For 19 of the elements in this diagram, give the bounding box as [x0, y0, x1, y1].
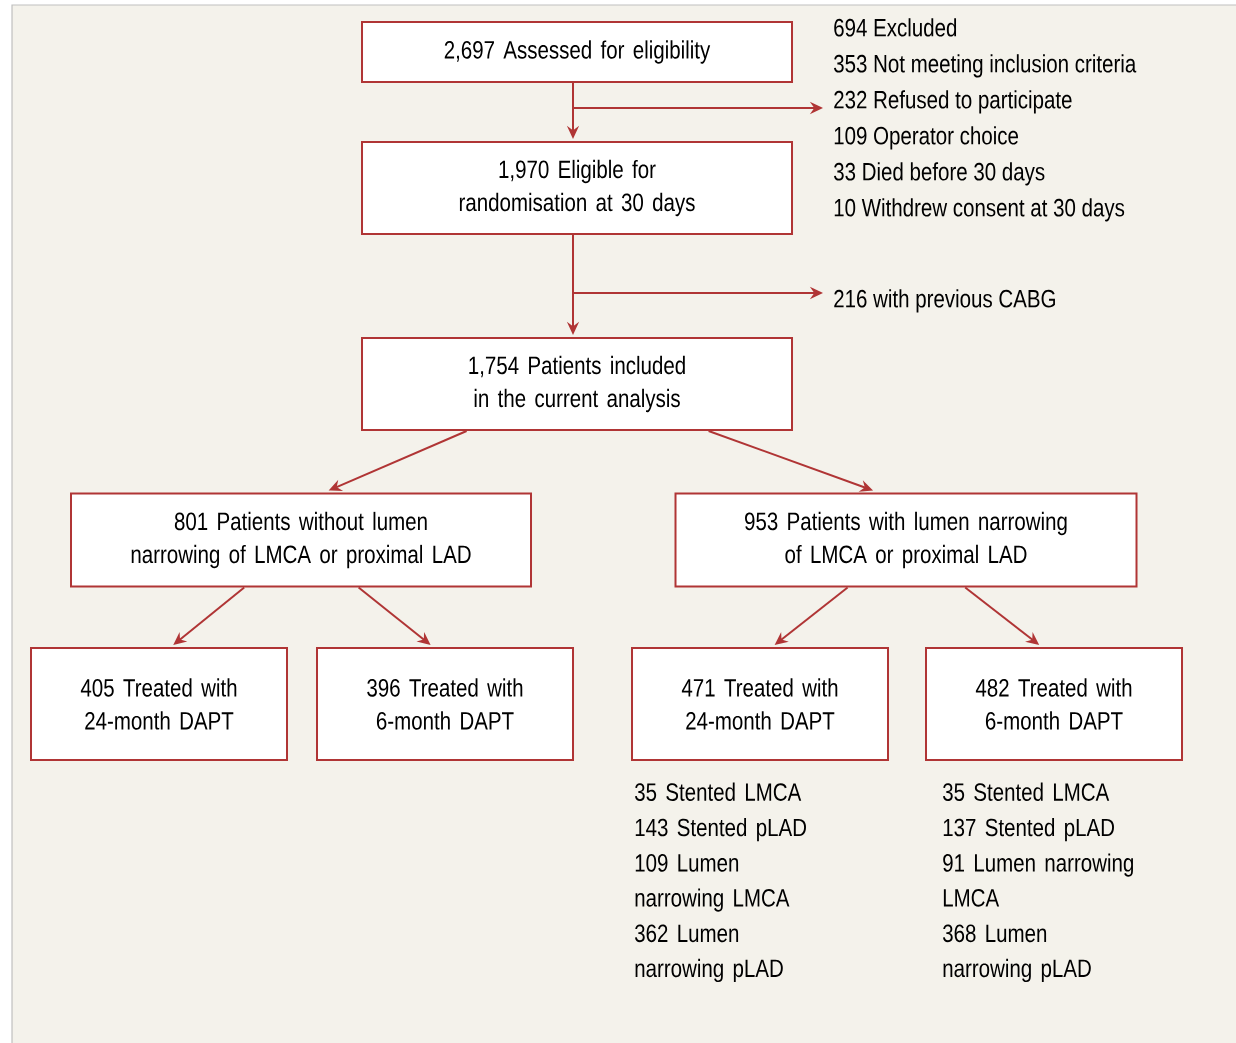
- process-box: 1,754 Patients included in the current analysis: [361, 337, 793, 431]
- note-text: 35 Stented LMCA: [943, 782, 1110, 801]
- process-box: 2,697 Assessed for eligibility: [361, 21, 793, 83]
- note-text: 109 Lumen narrowing LMCA: [635, 854, 790, 912]
- note-text: 368 Lumen narrowing pLAD: [943, 924, 1091, 983]
- process-box: 1,970 Eligible for randomisation at 30 days: [361, 141, 793, 235]
- process-box: 801 Patients without lumen narrowing of LMCA or proximal LAD: [70, 492, 532, 588]
- process-box: 953 Patients with lumen narrowing of LMCA or proximal LAD: [674, 492, 1138, 588]
- process-box: 405 Treated with 24-month DAPT: [30, 647, 288, 761]
- note-text: 694 Excluded 353 Not meeting inclusion criteria 232 Refused to participate 109 Operator choice 33 Died before 30 days 10 Withdrew consent at 30 days: [834, 18, 1137, 222]
- note-text: 35 Stented LMCA: [635, 782, 802, 801]
- note-text: 362 Lumen narrowing pLAD: [635, 924, 783, 983]
- note-text: 91 Lumen narrowing LMCA: [943, 853, 1133, 907]
- note-text: 143 Stented pLAD: [635, 818, 806, 842]
- note-text: 216 with previous CABG: [834, 289, 1055, 313]
- process-box: 471 Treated with 24-month DAPT: [631, 647, 889, 761]
- process-box: 482 Treated with 6-month DAPT: [925, 647, 1183, 761]
- process-box: 396 Treated with 6-month DAPT: [316, 647, 574, 761]
- note-text: 137 Stented pLAD: [943, 818, 1114, 842]
